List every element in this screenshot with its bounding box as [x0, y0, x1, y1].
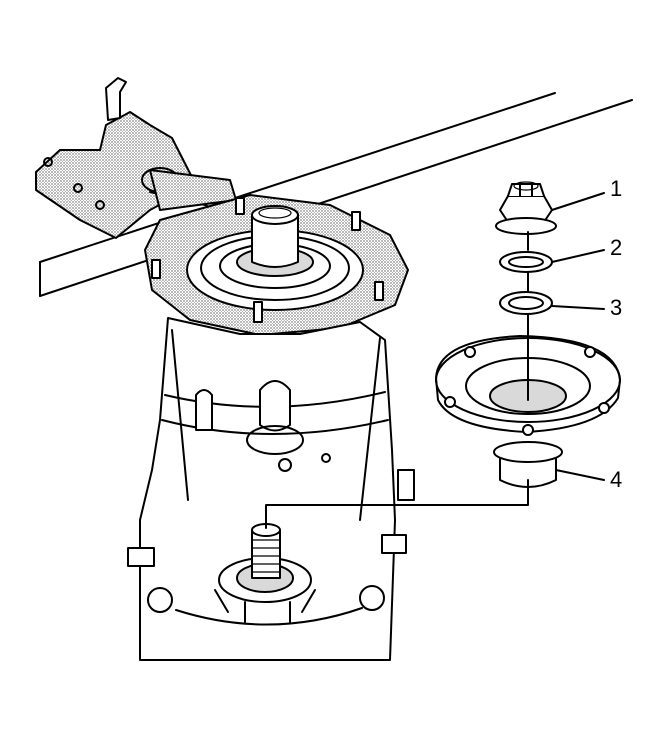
shift-housing: [35, 77, 237, 239]
callout-2: 2: [610, 235, 622, 260]
assembly-axis-line: [265, 231, 529, 529]
studs: [151, 197, 384, 323]
threads: [251, 539, 281, 573]
adapter-plate: [144, 194, 409, 336]
callout-4: 4: [610, 467, 622, 492]
callout-1: 1: [610, 176, 622, 201]
part-3-washer: [499, 291, 553, 315]
part-2-washer: [499, 251, 553, 273]
frame-rails: [39, 92, 633, 297]
part-1-nut: [495, 181, 557, 235]
leader-lines: [551, 192, 605, 481]
callout-3: 3: [610, 295, 622, 320]
case-body: [127, 317, 415, 661]
